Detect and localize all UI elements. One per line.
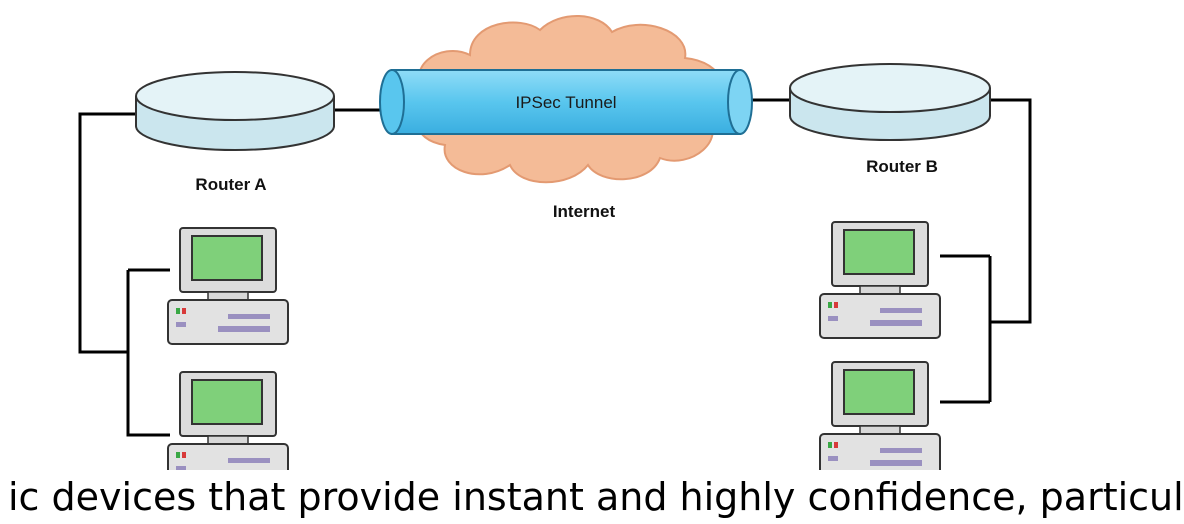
router-a-label: Router A [195, 175, 266, 194]
router-b-icon [789, 63, 991, 141]
ipsec-tunnel [379, 69, 753, 135]
computer-b2-icon [819, 361, 941, 470]
router-b-label: Router B [866, 157, 938, 176]
internet-label: Internet [553, 202, 616, 221]
caption-text: ic devices that provide instant and high… [8, 475, 1184, 519]
cables [78, 98, 1032, 437]
router-a-icon [135, 71, 335, 151]
computer-b1-icon [819, 221, 941, 339]
network-diagram: IPSec Tunnel Router A Router B Internet [78, 15, 1032, 470]
tunnel-label: IPSec Tunnel [515, 93, 616, 112]
computer-a2-icon [167, 371, 289, 470]
computer-a1-icon [167, 227, 289, 345]
